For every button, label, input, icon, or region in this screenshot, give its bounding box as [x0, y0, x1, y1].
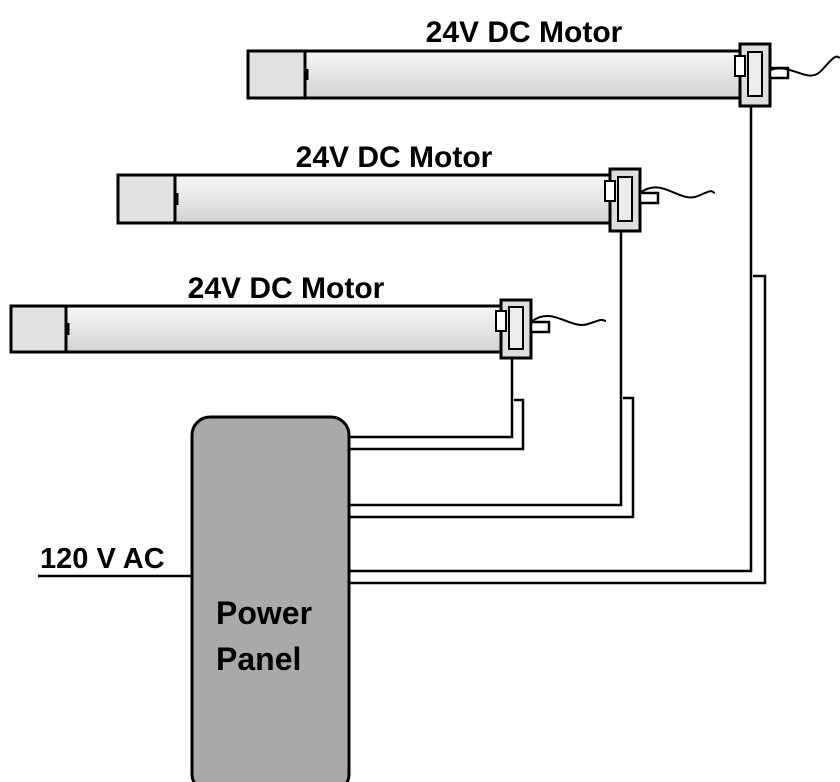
motor-3-end-cap — [9, 304, 68, 354]
motor-2: 24V DC Motor — [116, 141, 716, 233]
ac-input-label: 120 V AC — [40, 543, 165, 575]
motor-2-end-cap — [116, 173, 177, 225]
motor-2-cable — [639, 186, 716, 199]
wire-motor-1 — [348, 106, 753, 573]
motor-1-head — [734, 42, 790, 108]
motor-1: 24V DC Motor — [246, 16, 840, 108]
motor-2-tube — [116, 173, 612, 225]
power-panel-box — [190, 415, 351, 782]
motor-1-tube — [246, 49, 742, 100]
wiring — [38, 106, 767, 585]
power-panel-label-line2: Panel — [216, 641, 301, 677]
wire-motor-1-return — [347, 274, 767, 585]
motor-3-head — [495, 298, 551, 360]
motor-3-cable — [530, 315, 607, 326]
motor-3: 24V DC Motor — [9, 272, 607, 360]
motor-3-label: 24V DC Motor — [188, 272, 385, 305]
wire-motor-2 — [348, 231, 623, 507]
motor-2-head — [604, 167, 660, 233]
motor-3-tube — [9, 304, 503, 354]
motor-2-label: 24V DC Motor — [296, 141, 493, 174]
wire-motor-3 — [348, 358, 514, 439]
motor-1-end-cap — [246, 49, 307, 100]
power-panel: Power Panel — [190, 415, 351, 782]
motor-1-cable — [769, 55, 840, 77]
motor-1-label: 24V DC Motor — [426, 16, 623, 49]
wire-motor-3-return — [347, 398, 525, 451]
wire-motor-2-return — [347, 396, 635, 519]
power-panel-label-line1: Power — [216, 595, 312, 631]
